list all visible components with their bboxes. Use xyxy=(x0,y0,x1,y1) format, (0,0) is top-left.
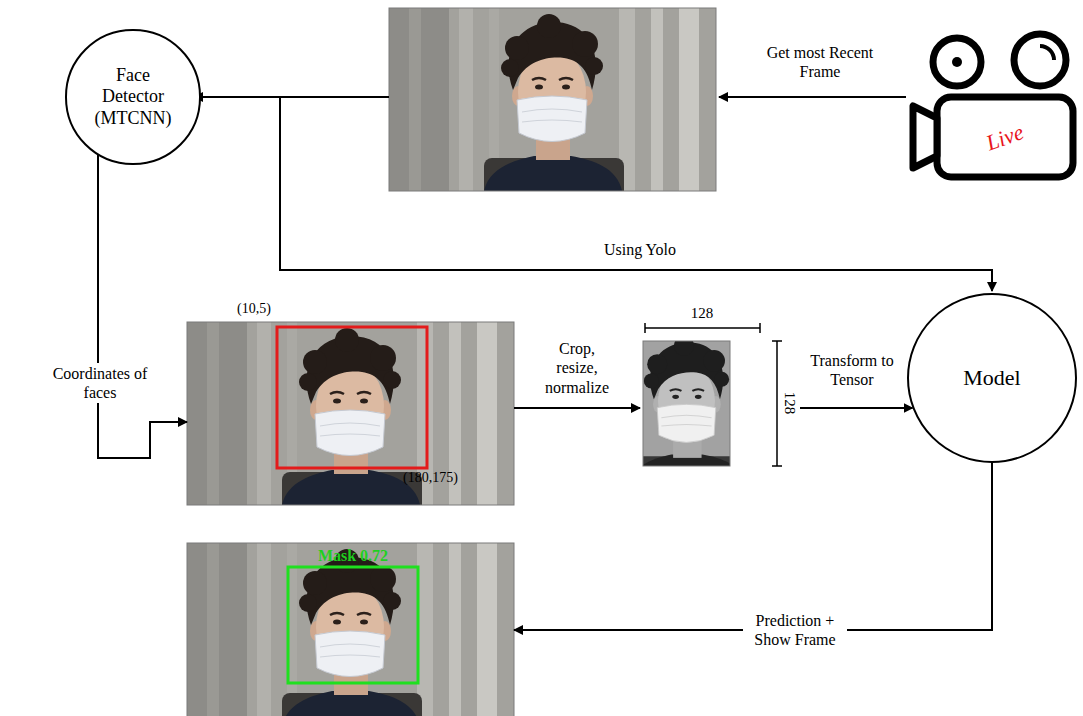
photo-frame: (10,5)(180,175) xyxy=(187,322,514,505)
flow-arrow xyxy=(514,463,992,630)
flow-arrow xyxy=(514,407,640,409)
dimension-label: 128 xyxy=(662,304,742,322)
flow-note: Using Yolo xyxy=(585,239,695,260)
live-tag: Live xyxy=(983,119,1028,157)
coordinate-label: (10,5) xyxy=(237,301,271,318)
photo-frame: Mask 0.72 xyxy=(187,543,514,716)
edge-label: Coordinates of faces xyxy=(45,363,155,403)
process-circle: Face Detector (MTCNN) xyxy=(65,29,200,164)
coordinate-label: (180,175) xyxy=(403,470,458,487)
flow-arrow xyxy=(800,407,913,409)
edge-label: Crop, resize, normalize xyxy=(536,338,618,398)
edge-label: Prediction + Show Frame xyxy=(743,610,847,650)
dimension-label: 128 xyxy=(781,392,799,415)
crop-image: 128 128 xyxy=(640,300,800,470)
flow-note: Get most Recent Frame xyxy=(745,42,895,82)
node-label: Model xyxy=(963,365,1020,391)
process-circle: Model xyxy=(907,293,1077,463)
node-label: Face Detector (MTCNN) xyxy=(83,65,183,130)
flow-arrow xyxy=(98,155,187,458)
edge-label: Transform to Tensor xyxy=(804,350,900,390)
prediction-label: Mask 0.72 xyxy=(273,546,433,565)
camera-icon: Live xyxy=(935,95,1075,180)
